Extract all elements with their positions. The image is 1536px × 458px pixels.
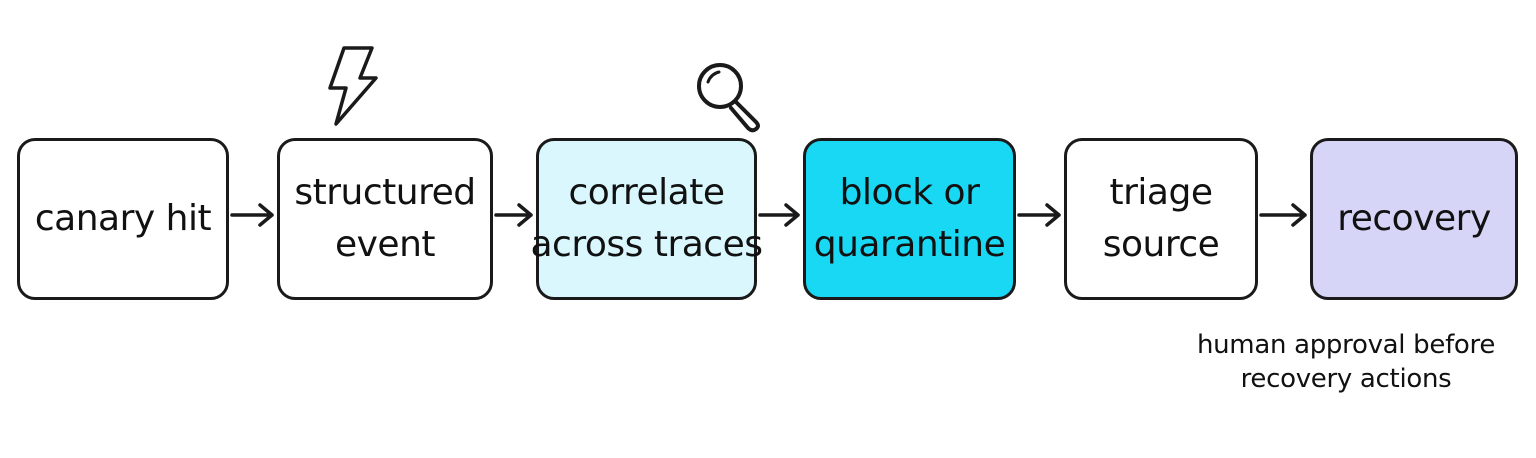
step-label: quarantine <box>813 224 1006 265</box>
arrow-right-icon <box>494 203 533 227</box>
arrow-right-icon <box>758 203 800 227</box>
arrow-right-icon <box>230 203 274 227</box>
lightning-icon <box>328 46 378 126</box>
step-label: canary hit <box>34 198 212 239</box>
arrow-right-icon <box>1259 203 1307 227</box>
step-label: block or <box>839 172 980 213</box>
step-label: across traces <box>530 224 763 265</box>
step-label: correlate <box>568 172 725 213</box>
step-label: triage <box>1109 172 1213 213</box>
note-line: recovery actions <box>1240 364 1452 394</box>
arrow-right-icon <box>1017 203 1061 227</box>
step-recovery: recovery <box>1310 138 1518 300</box>
step-label: source <box>1102 224 1220 265</box>
step-canary-hit: canary hit <box>17 138 229 300</box>
step-triage-source: triage source <box>1064 138 1258 300</box>
step-label: recovery <box>1337 198 1491 239</box>
step-label: event <box>334 224 436 265</box>
magnifying-glass-icon <box>697 63 760 133</box>
step-structured-event: structured event <box>277 138 493 300</box>
note-line: human approval before <box>1196 330 1496 360</box>
step-label: structured <box>294 172 476 213</box>
approval-note: human approval before recovery actions <box>1196 328 1496 396</box>
step-correlate-across-traces: correlate across traces <box>530 138 763 300</box>
step-block-or-quarantine: block or quarantine <box>803 138 1016 300</box>
